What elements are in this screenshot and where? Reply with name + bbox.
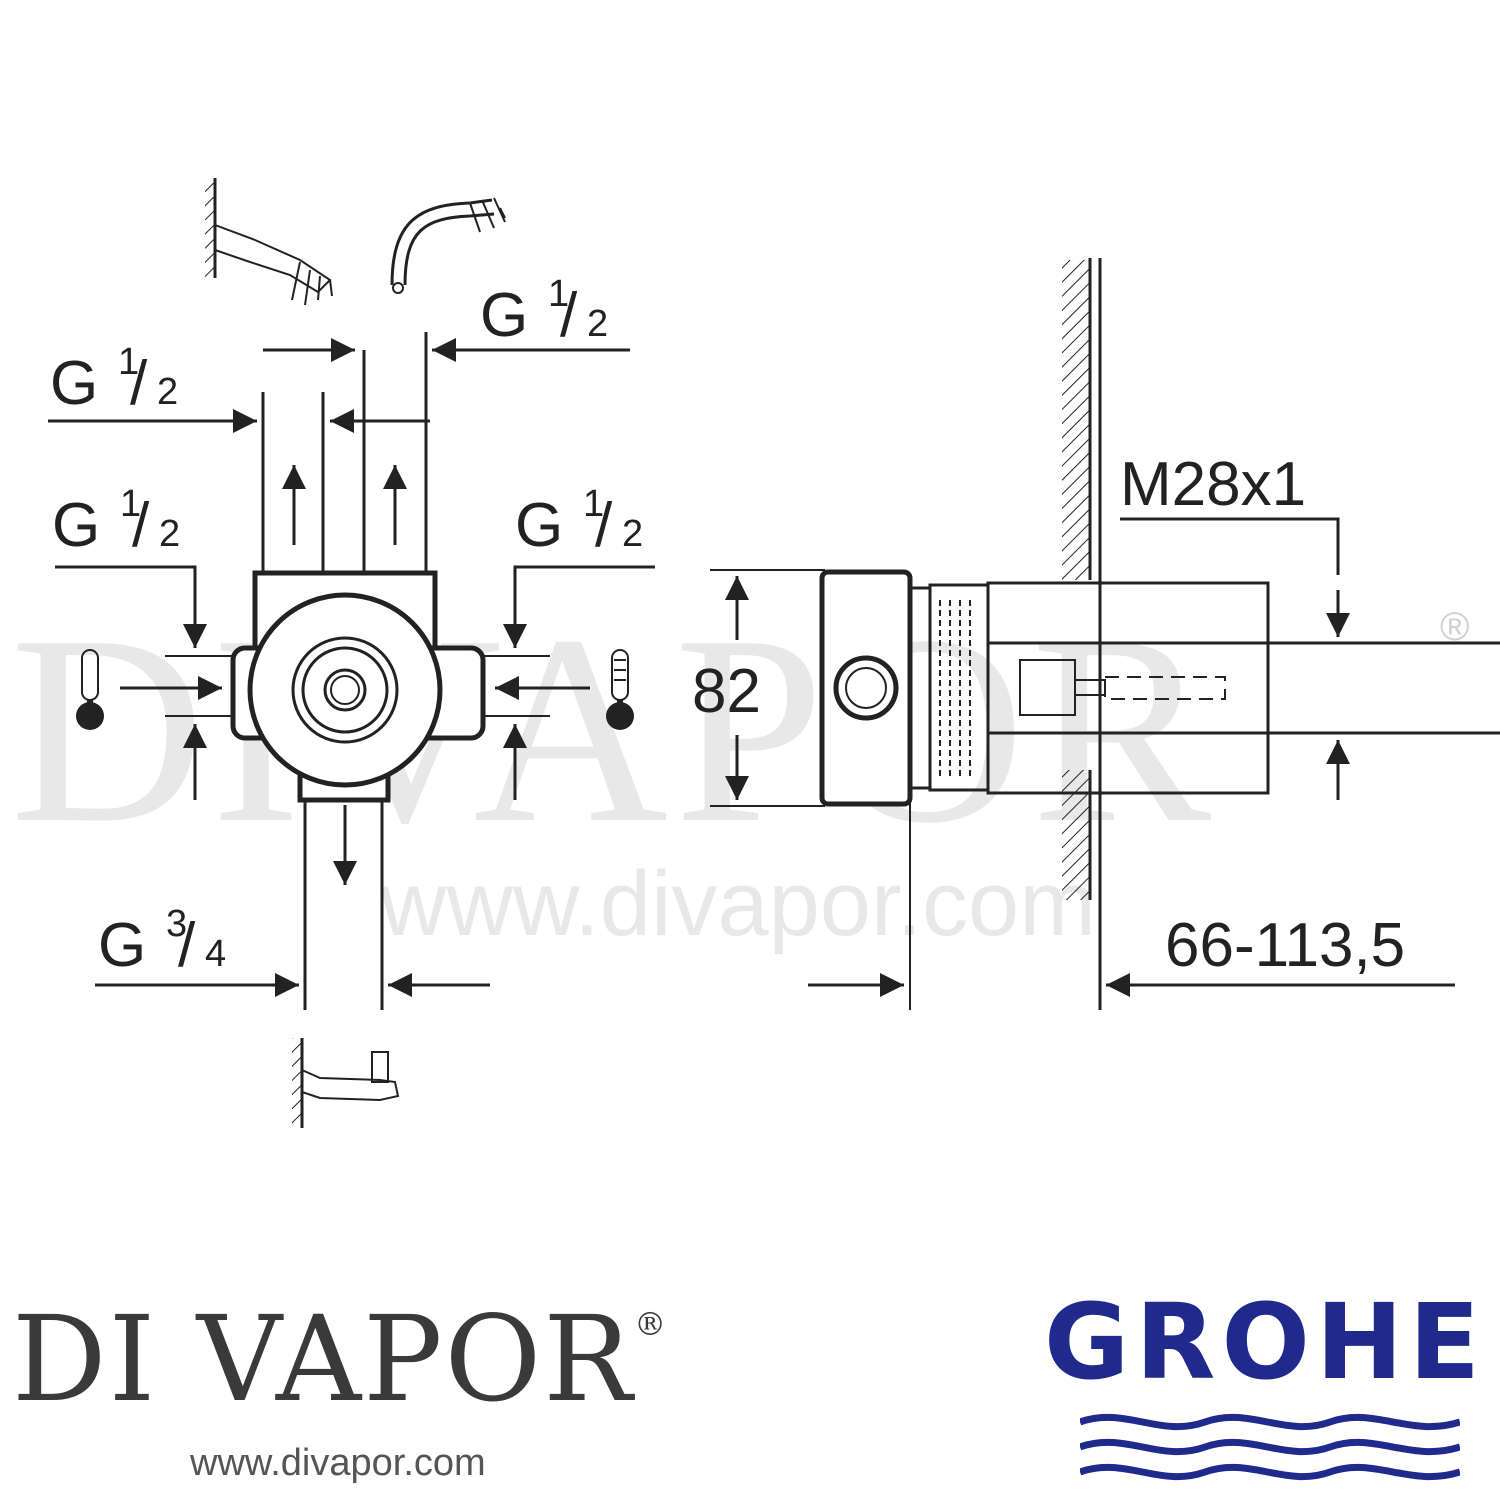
side-view: 82 M28x1 66-113,5 <box>692 258 1500 1010</box>
divapor-url: www.divapor.com <box>190 1442 486 1484</box>
svg-text:2: 2 <box>159 513 180 555</box>
svg-text:3: 3 <box>166 903 187 945</box>
svg-text:G: G <box>52 491 100 560</box>
svg-text:G: G <box>98 911 146 980</box>
bath-filler-icon <box>292 1038 400 1128</box>
svg-text:/: / <box>560 281 578 350</box>
label-inlet-right: G 1 / 2 <box>515 483 643 560</box>
svg-text:1: 1 <box>548 273 569 315</box>
depth-label: 66-113,5 <box>1165 911 1405 980</box>
hot-thermometer-icon <box>606 649 634 730</box>
front-view: G 1 / 2 G 1 / 2 G 1 / 2 G 1 / 2 G 3 / 4 <box>48 178 655 1128</box>
bath-spout-icon <box>390 197 506 294</box>
height-label: 82 <box>692 657 761 726</box>
wall-shower-icon <box>205 178 333 306</box>
grohe-logo: GROHE <box>1040 1290 1490 1490</box>
svg-text:1: 1 <box>120 483 141 525</box>
svg-text:2: 2 <box>587 303 608 345</box>
label-outlet-left-top: G 1 / 2 <box>50 341 178 418</box>
svg-text:G: G <box>50 349 98 418</box>
label-outlet-right-top: G 1 / 2 <box>480 273 608 350</box>
svg-text:2: 2 <box>157 371 178 413</box>
svg-text:/: / <box>595 491 613 560</box>
cold-thermometer-icon <box>76 649 104 730</box>
grohe-waves-icon <box>1080 1413 1460 1481</box>
label-outlet-bottom: G 3 / 4 <box>98 903 226 980</box>
thread-label: M28x1 <box>1120 450 1306 519</box>
grohe-logo-text: GROHE <box>1044 1281 1486 1403</box>
svg-text:2: 2 <box>622 513 643 555</box>
svg-text:G: G <box>515 491 563 560</box>
svg-text:4: 4 <box>205 933 226 975</box>
label-inlet-left: G 1 / 2 <box>52 483 180 560</box>
svg-text:1: 1 <box>583 483 604 525</box>
divapor-logo: DI VAPOR® <box>12 1290 669 1428</box>
divapor-branding: DI VAPOR® www.divapor.com <box>12 1300 772 1490</box>
watermark-text: DIVAPOR <box>10 580 1217 879</box>
svg-text:/: / <box>130 349 148 418</box>
svg-text:1: 1 <box>118 341 139 383</box>
svg-text:G: G <box>480 281 528 350</box>
svg-text:/: / <box>178 911 196 980</box>
watermark: DIVAPOR ® www.divapor.com <box>10 580 1469 955</box>
watermark-url: www.divapor.com <box>379 853 1096 955</box>
svg-text:/: / <box>132 491 150 560</box>
